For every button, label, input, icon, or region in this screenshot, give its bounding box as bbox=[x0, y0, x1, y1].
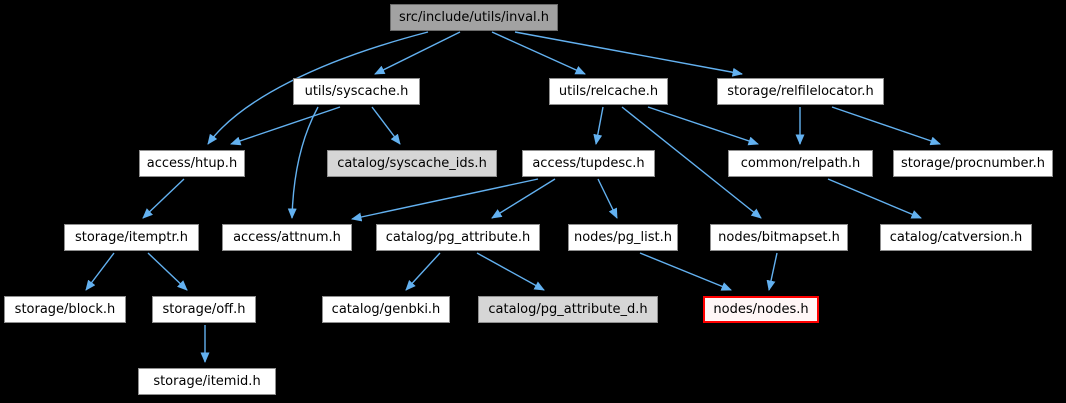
graph-node-itemid[interactable]: storage/itemid.h bbox=[138, 368, 276, 395]
graph-node-catversion[interactable]: catalog/catversion.h bbox=[880, 224, 1032, 251]
graph-node-label: common/relpath.h bbox=[740, 156, 861, 171]
graph-node-pg_attribute[interactable]: catalog/pg_attribute.h bbox=[376, 224, 540, 251]
graph-node-label: utils/syscache.h bbox=[304, 84, 409, 99]
edge-inval-to-relcache bbox=[491, 31, 586, 75]
edge-itemptr-to-off bbox=[147, 252, 188, 291]
graph-node-label: nodes/bitmapset.h bbox=[718, 230, 840, 245]
graph-node-label: access/htup.h bbox=[146, 156, 238, 171]
graph-node-syscache[interactable]: utils/syscache.h bbox=[293, 78, 420, 105]
graph-node-pg_list[interactable]: nodes/pg_list.h bbox=[568, 224, 678, 251]
graph-node-label: storage/off.h bbox=[162, 302, 246, 317]
graph-node-label: nodes/nodes.h bbox=[713, 302, 809, 317]
edge-relcache-to-tupdesc bbox=[593, 106, 604, 145]
graph-node-label: access/tupdesc.h bbox=[532, 156, 645, 171]
edge-pg_attribute-to-genbki bbox=[405, 252, 441, 291]
edge-tupdesc-to-attnum bbox=[351, 178, 539, 222]
graph-node-label: storage/itemid.h bbox=[153, 374, 261, 389]
graph-node-htup[interactable]: access/htup.h bbox=[139, 150, 245, 177]
graph-node-off[interactable]: storage/off.h bbox=[152, 296, 256, 323]
graph-node-attnum[interactable]: access/attnum.h bbox=[222, 224, 352, 251]
edge-relcache-to-bitmapset bbox=[621, 106, 762, 219]
edge-inval-to-htup bbox=[207, 31, 429, 145]
edge-itemptr-to-block bbox=[85, 252, 115, 291]
graph-node-label: nodes/pg_list.h bbox=[573, 230, 673, 245]
graph-node-label: utils/relcache.h bbox=[558, 84, 659, 99]
graph-node-label: storage/block.h bbox=[14, 302, 116, 317]
edge-relpath-to-catversion bbox=[827, 178, 922, 219]
graph-node-block[interactable]: storage/block.h bbox=[4, 296, 126, 323]
edge-inval-to-relfilelocator bbox=[514, 31, 743, 77]
edge-tupdesc-to-pg_list bbox=[597, 178, 618, 219]
graph-node-label: catalog/pg_attribute_d.h bbox=[488, 302, 648, 317]
graph-node-tupdesc[interactable]: access/tupdesc.h bbox=[522, 150, 655, 177]
edge-syscache-to-htup bbox=[230, 106, 341, 146]
graph-node-syscache_ids[interactable]: catalog/syscache_ids.h bbox=[327, 150, 497, 177]
graph-node-inval[interactable]: src/include/utils/inval.h bbox=[390, 4, 558, 31]
graph-node-relpath[interactable]: common/relpath.h bbox=[728, 150, 873, 177]
graph-node-label: access/attnum.h bbox=[233, 230, 341, 245]
graph-node-label: catalog/syscache_ids.h bbox=[337, 156, 487, 171]
edge-syscache-to-attnum bbox=[287, 106, 319, 219]
graph-node-relcache[interactable]: utils/relcache.h bbox=[549, 78, 668, 105]
edge-syscache-to-syscache_ids bbox=[371, 106, 401, 145]
edge-pg_list-to-nodes bbox=[639, 252, 732, 291]
graph-node-label: src/include/utils/inval.h bbox=[398, 10, 550, 25]
edge-bitmapset-to-nodes bbox=[766, 252, 778, 291]
graph-node-label: storage/procnumber.h bbox=[900, 156, 1046, 171]
graph-node-nodes[interactable]: nodes/nodes.h bbox=[703, 296, 819, 323]
edges-group bbox=[85, 31, 941, 363]
edge-relfilelocator-to-procnumber bbox=[831, 106, 941, 146]
edge-htup-to-itemptr bbox=[142, 178, 185, 219]
edge-inval-to-syscache bbox=[374, 31, 461, 75]
graph-node-label: catalog/pg_attribute.h bbox=[385, 230, 531, 245]
graph-node-procnumber[interactable]: storage/procnumber.h bbox=[893, 150, 1053, 177]
graph-node-relfilelocator[interactable]: storage/relfilelocator.h bbox=[717, 78, 884, 105]
edge-tupdesc-to-pg_attribute bbox=[491, 178, 556, 219]
graph-node-label: catalog/genbki.h bbox=[331, 302, 441, 317]
graph-node-pg_attribute_d[interactable]: catalog/pg_attribute_d.h bbox=[478, 296, 658, 323]
graph-node-label: catalog/catversion.h bbox=[889, 230, 1023, 245]
edge-relcache-to-relpath bbox=[647, 106, 759, 146]
graph-node-itemptr[interactable]: storage/itemptr.h bbox=[64, 224, 199, 251]
graph-node-label: storage/itemptr.h bbox=[74, 230, 188, 245]
edge-pg_attribute-to-pg_attribute_d bbox=[476, 252, 545, 291]
graph-node-label: storage/relfilelocator.h bbox=[727, 84, 874, 99]
graph-node-bitmapset[interactable]: nodes/bitmapset.h bbox=[710, 224, 848, 251]
graph-node-genbki[interactable]: catalog/genbki.h bbox=[322, 296, 450, 323]
